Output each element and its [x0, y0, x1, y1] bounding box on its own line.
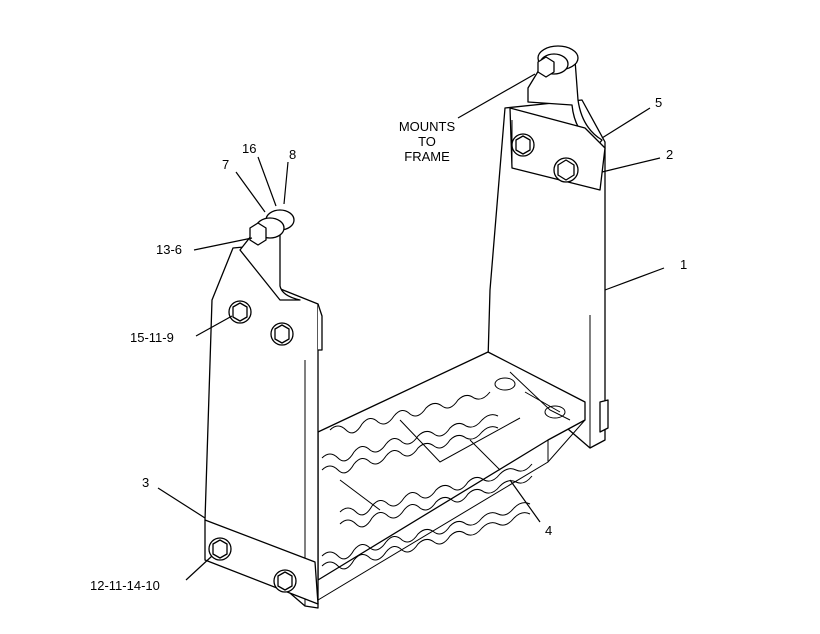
bolt-upper-right: [511, 133, 535, 157]
bolt-lower-left-b: [273, 569, 297, 593]
callout-15-11-9: 15-11-9: [130, 330, 174, 345]
mount-top-left: [249, 209, 295, 246]
left-bracket: [204, 209, 323, 609]
mount-top-right: [537, 45, 579, 78]
callout-8: 8: [289, 147, 296, 162]
callout-3: 3: [142, 475, 149, 490]
leader-lines: [157, 73, 665, 581]
bolt-upper-left-b: [270, 322, 294, 346]
step-tread: [317, 351, 586, 601]
callout-5: 5: [655, 95, 662, 110]
bolt-lower-left-a: [208, 537, 232, 561]
callout-2: 2: [666, 147, 673, 162]
right-bracket: [487, 45, 609, 449]
callout-mounts-line3: FRAME: [404, 149, 450, 164]
callout-7: 7: [222, 157, 229, 172]
callout-4: 4: [545, 523, 552, 538]
bolt-upper-left-a: [228, 300, 252, 324]
callout-mounts-line1: MOUNTS: [399, 119, 456, 134]
bolt-lower-right: [553, 157, 579, 183]
callout-13-6: 13-6: [156, 242, 182, 257]
callout-mounts-line2: TO: [418, 134, 436, 149]
callout-16: 16: [242, 141, 256, 156]
callout-1: 1: [680, 257, 687, 272]
callout-12-11-14-10: 12-11-14-10: [90, 578, 160, 593]
